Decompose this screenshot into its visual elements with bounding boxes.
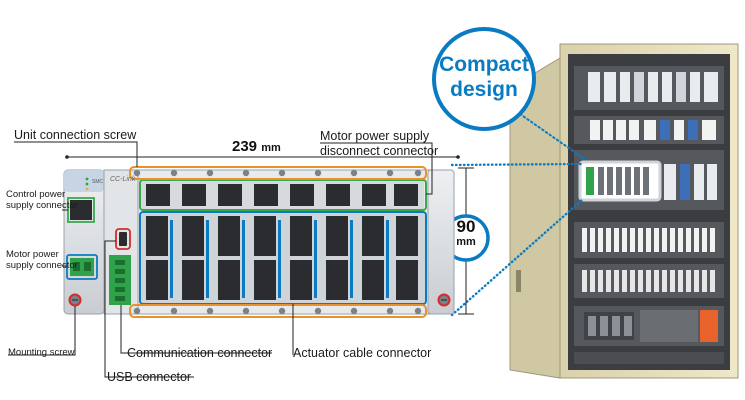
label-motor-power-supply-connector: Motor power supply connector [6, 249, 78, 271]
height-dimension [442, 167, 490, 315]
cabinet-row-1 [574, 66, 724, 110]
compact-line: Compact [439, 53, 529, 76]
unit-screw-frame-bottom [129, 304, 427, 318]
height-dimension-label: 90 mm [446, 218, 486, 249]
network-label: CC-Link [110, 176, 136, 183]
bubble-pointer [519, 113, 587, 161]
controller-unit [63, 166, 455, 318]
compact-design-bubble [432, 27, 587, 161]
usb-port-graphic [119, 232, 127, 246]
cabinet-floor [574, 352, 724, 364]
cabinet-row-5 [574, 264, 724, 298]
leader-lines [8, 141, 433, 378]
label-line: Motor power supply [320, 129, 430, 143]
door-handle [516, 270, 521, 292]
compact-design-text: Compact design [432, 52, 536, 102]
cabinet-row-6 [574, 306, 724, 346]
label-line: Control power [6, 189, 66, 200]
projection-line-bottom [450, 198, 584, 317]
label-line: disconnect connector [320, 144, 439, 158]
label-line: Motor power [6, 249, 59, 260]
height-value: 90 [456, 217, 476, 236]
projection-line-top [450, 162, 584, 167]
width-dimension [65, 155, 460, 159]
width-unit: mm [261, 142, 281, 154]
orange-device [700, 310, 718, 342]
cabinet-row-4 [574, 222, 724, 258]
brand-badge: SMC [92, 179, 104, 185]
width-dimension-label: 239 mm [232, 138, 281, 155]
label-usb-connector: USB connector [107, 370, 192, 384]
base-top-panel [64, 170, 104, 192]
label-communication-connector: Communication connector [127, 346, 273, 360]
cabinet-row-3-highlight [574, 150, 724, 210]
cabinet-row-2 [574, 116, 724, 144]
control-power-connector-graphic [70, 200, 92, 220]
label-motor-power-supply-disconnect-connector: Motor power supply disconnect connector [320, 129, 438, 159]
control-cabinet [509, 43, 739, 379]
height-unit: mm [456, 236, 476, 248]
label-control-power-supply-connector: Control power supply connector [6, 189, 78, 211]
label-line: supply connector [6, 200, 78, 211]
end-plate [427, 169, 455, 315]
label-unit-connection-screw: Unit connection screw [14, 128, 137, 142]
compact-line: design [450, 78, 518, 101]
label-line: supply connector [6, 260, 78, 271]
width-value: 239 [232, 138, 258, 155]
label-actuator-cable-connector: Actuator cable connector [293, 346, 432, 360]
label-mounting-screw: Mounting screw [8, 347, 75, 358]
unit-screw-frame-top [129, 166, 427, 180]
